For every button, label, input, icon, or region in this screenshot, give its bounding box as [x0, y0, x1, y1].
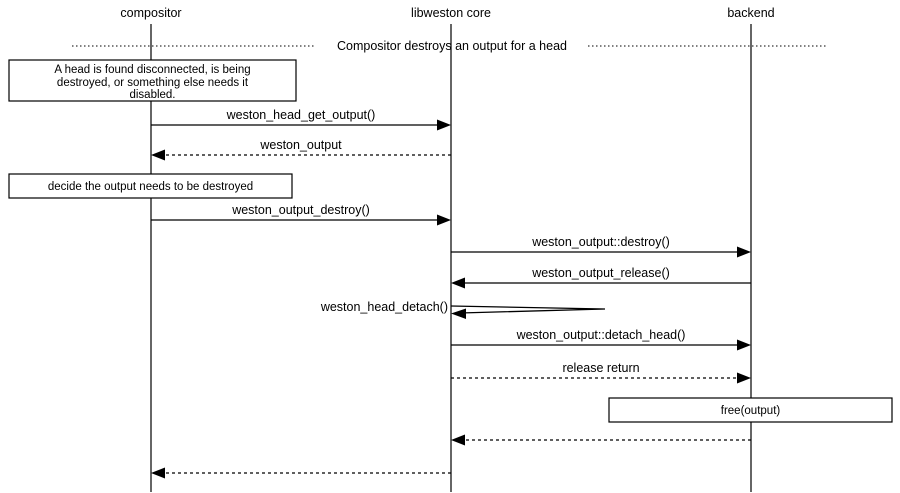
- note-head-disconnected-line-1: A head is found disconnected, is being: [54, 64, 250, 76]
- message-arrowhead-weston-output-destroy: [437, 214, 451, 226]
- message-arrowhead-weston-output-destroy-vfunc: [737, 246, 751, 258]
- message-arrowhead-weston-head-detach: [451, 308, 466, 319]
- message-arrowhead-weston-head-get-output: [437, 119, 451, 131]
- note-head-disconnected-line-3: disabled.: [129, 89, 175, 101]
- note-head-disconnected-line-2: destroyed, or something else needs it: [57, 77, 249, 89]
- message-label-weston-output-destroy-vfunc: weston_output::destroy(): [531, 235, 670, 249]
- note-box-head-disconnected: [8, 59, 297, 102]
- message-arrowhead-backend-return: [451, 434, 465, 446]
- message-label-weston-head-get-output: weston_head_get_output(): [226, 108, 376, 122]
- divider-label: Compositor destroys an output for a head: [337, 39, 567, 53]
- message-arrowhead-weston-output-release: [451, 277, 465, 289]
- actor-label-backend: backend: [727, 6, 774, 20]
- message-arrowhead-core-return: [151, 467, 165, 479]
- message-label-weston-output-return: weston_output: [259, 138, 342, 152]
- actor-label-compositor: compositor: [120, 6, 181, 20]
- message-arrowhead-release-return: [737, 372, 751, 384]
- note-free-output-line-1: free(output): [721, 405, 781, 417]
- note-box-free-output: [608, 397, 893, 423]
- message-line-weston-head-detach: [450, 305, 606, 314]
- message-label-weston-output-release: weston_output_release(): [531, 266, 670, 280]
- note-decide-destroy-line-1: decide the output needs to be destroyed: [48, 181, 253, 193]
- actor-label-libweston-core: libweston core: [411, 6, 491, 20]
- message-arrowhead-weston-output-detach-head: [737, 339, 751, 351]
- message-label-release-return: release return: [562, 361, 639, 375]
- message-label-weston-head-detach: weston_head_detach(): [320, 300, 448, 314]
- message-arrowhead-weston-output-return: [151, 149, 165, 161]
- message-label-weston-output-detach-head: weston_output::detach_head(): [516, 328, 686, 342]
- message-label-weston-output-destroy: weston_output_destroy(): [231, 203, 370, 217]
- note-box-decide-destroy: [8, 173, 293, 199]
